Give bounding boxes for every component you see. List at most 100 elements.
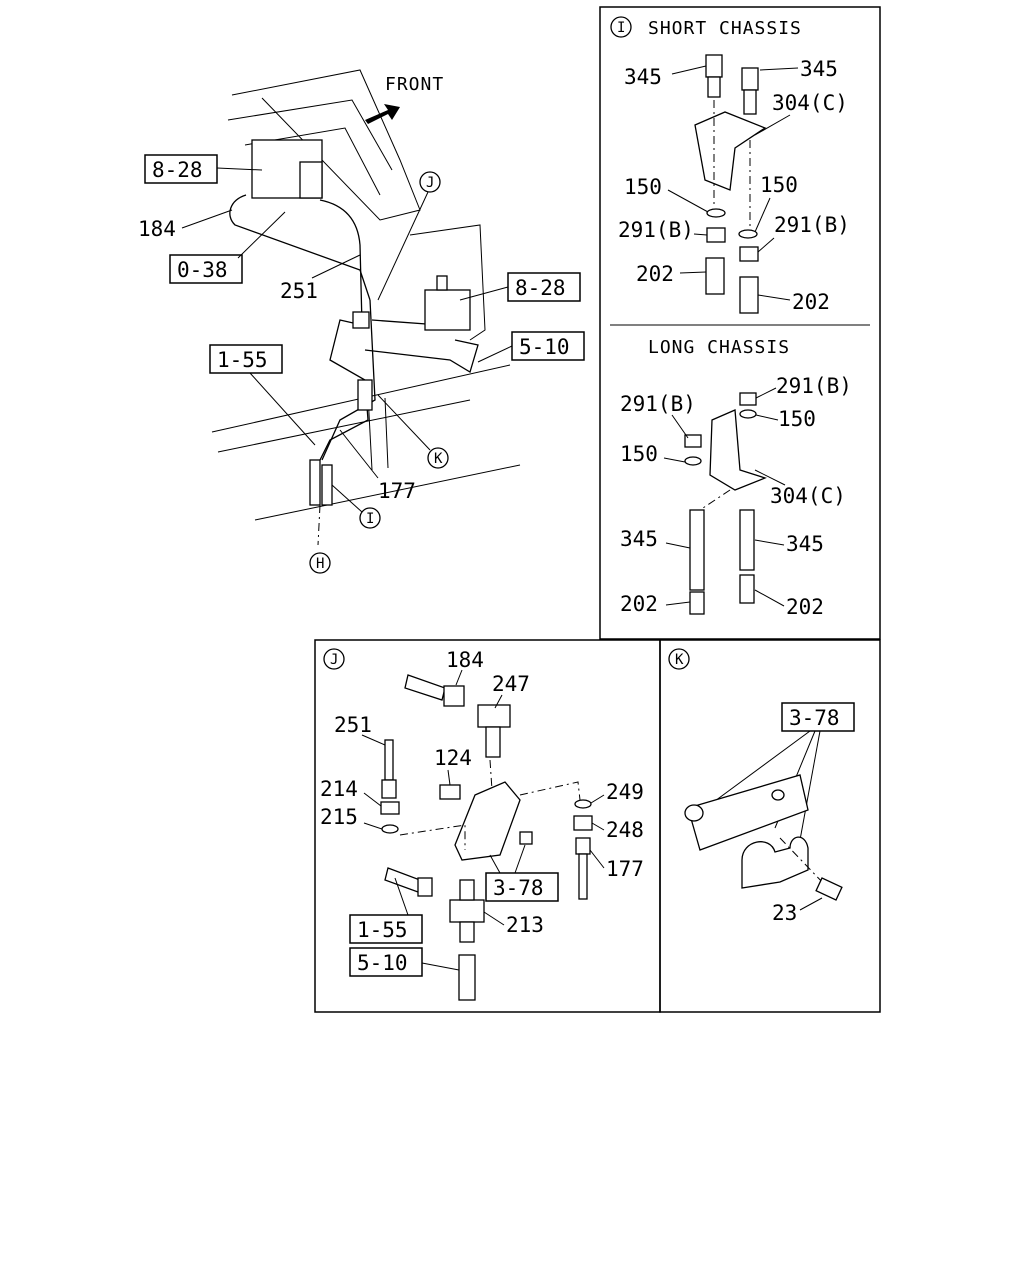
j-fitting-177 [575, 837, 591, 855]
j-label-124: 124 [434, 746, 472, 770]
j-nut-184 [443, 685, 465, 707]
short-bolt-345-left [707, 76, 721, 98]
master-cylinder-port [299, 161, 323, 199]
chassis-rail-upper-2 [217, 399, 471, 453]
short-label-291b-left: 291(B) [618, 218, 694, 242]
j-washer-215 [381, 824, 399, 834]
long-nut-202-left [689, 591, 705, 615]
j-label-215: 215 [320, 805, 358, 829]
short-label-291b-right: 291(B) [774, 213, 850, 237]
short-washer-150-left [706, 208, 726, 218]
k-ref-box-3-78 [781, 702, 855, 732]
ref-8-28-a: 8-28 [152, 158, 203, 182]
ref-0-38: 0-38 [177, 258, 228, 282]
j-label-184: 184 [446, 648, 484, 672]
flex-hose-right [321, 464, 333, 506]
panel-i-callout [610, 16, 632, 38]
long-nut-202-right [739, 574, 755, 604]
panel-j-callout-letter: J [330, 652, 338, 668]
pipe-251 [319, 199, 363, 326]
ref-1-55: 1-55 [217, 348, 268, 372]
k-clip [741, 836, 809, 889]
bracket-outline [409, 224, 486, 341]
j-label-177: 177 [606, 857, 644, 881]
callout-k [427, 447, 449, 469]
callout-i [359, 507, 381, 529]
k-ref-3-78: 3-78 [789, 706, 840, 730]
panel-k: K 3-78 23 [659, 639, 881, 1013]
short-label-150-right: 150 [760, 173, 798, 197]
front-arrow-icon [365, 104, 400, 124]
j-nut-1-55 [417, 877, 433, 897]
short-label-202-right: 202 [792, 290, 830, 314]
k-bolt-23 [815, 877, 843, 901]
j-bolt-247 [485, 726, 501, 758]
short-label-345-left: 345 [624, 65, 662, 89]
cab-outline [231, 69, 421, 221]
j-ref-3-78: 3-78 [493, 876, 544, 900]
short-bolt-345-right [743, 89, 757, 115]
panel-i-callout-letter: I [617, 20, 625, 36]
hose-leader [317, 504, 321, 546]
long-bolt-345-right [739, 509, 755, 571]
proportioning-valve [424, 289, 471, 331]
callout-j-letter: J [426, 175, 434, 191]
ref-8-28-b: 8-28 [515, 276, 566, 300]
j-fitting-251 [381, 779, 397, 799]
long-nut-291b-left [684, 434, 702, 448]
short-label-150-left: 150 [624, 175, 662, 199]
long-bracket-304c [709, 409, 767, 491]
j-ref-box-5-10 [349, 947, 423, 977]
j-tee-bottom [459, 921, 475, 943]
j-nut-214 [380, 801, 400, 815]
j-pipe-1-55 [384, 867, 421, 893]
short-nut-291b-right [739, 246, 759, 262]
label-251: 251 [280, 279, 318, 303]
cab-edge-2 [244, 127, 381, 196]
short-label-202-left: 202 [636, 262, 674, 286]
j-label-213: 213 [506, 913, 544, 937]
pipe-5-10 [364, 339, 479, 373]
long-label-304c: 304(C) [770, 484, 846, 508]
cab-edge [227, 99, 393, 171]
callout-h-letter: H [316, 556, 324, 572]
panel-j-callout [323, 648, 345, 670]
long-washer-150-right [739, 409, 757, 419]
long-label-150-left: 150 [620, 442, 658, 466]
short-nut-291b-left [706, 227, 726, 243]
k-clamp-plate [687, 774, 809, 851]
ref-box-8-28-a [144, 154, 218, 184]
j-label-247: 247 [492, 672, 530, 696]
short-label-304c: 304(C) [772, 91, 848, 115]
j-ref-box-3-78 [485, 872, 559, 902]
pipe-184 [229, 194, 371, 301]
short-chassis-title: SHORT CHASSIS [648, 18, 802, 39]
label-177: 177 [378, 479, 416, 503]
panel-k-frame [659, 639, 881, 1013]
front-label: FRONT [385, 74, 444, 95]
long-label-291b-right: 291(B) [776, 374, 852, 398]
short-fitting-345-left [705, 54, 723, 78]
k-plate-hole-left [684, 804, 704, 822]
j-nut-248 [573, 815, 593, 831]
j-bolt-124 [439, 784, 461, 800]
long-label-291b-left: 291(B) [620, 392, 696, 416]
j-pipe-251 [384, 739, 394, 781]
clip-k [357, 379, 373, 411]
j-bracket [454, 781, 521, 861]
panel-k-callout-letter: K [675, 652, 684, 668]
j-label-249: 249 [606, 780, 644, 804]
j-tee-top [459, 879, 475, 901]
j-ref-5-10: 5-10 [357, 951, 408, 975]
callout-j [419, 171, 441, 193]
ref-box-1-55 [209, 344, 283, 374]
panel-j: J 184 247 251 124 214 215 [314, 639, 661, 1013]
short-fitting-345-right [741, 67, 759, 91]
long-label-202-right: 202 [786, 595, 824, 619]
j-tee-213 [449, 899, 485, 923]
j-ref-1-55: 1-55 [357, 918, 408, 942]
long-nut-291b-right [739, 392, 757, 406]
callout-k-letter: K [434, 451, 443, 467]
chassis-rail-lower [254, 464, 521, 521]
